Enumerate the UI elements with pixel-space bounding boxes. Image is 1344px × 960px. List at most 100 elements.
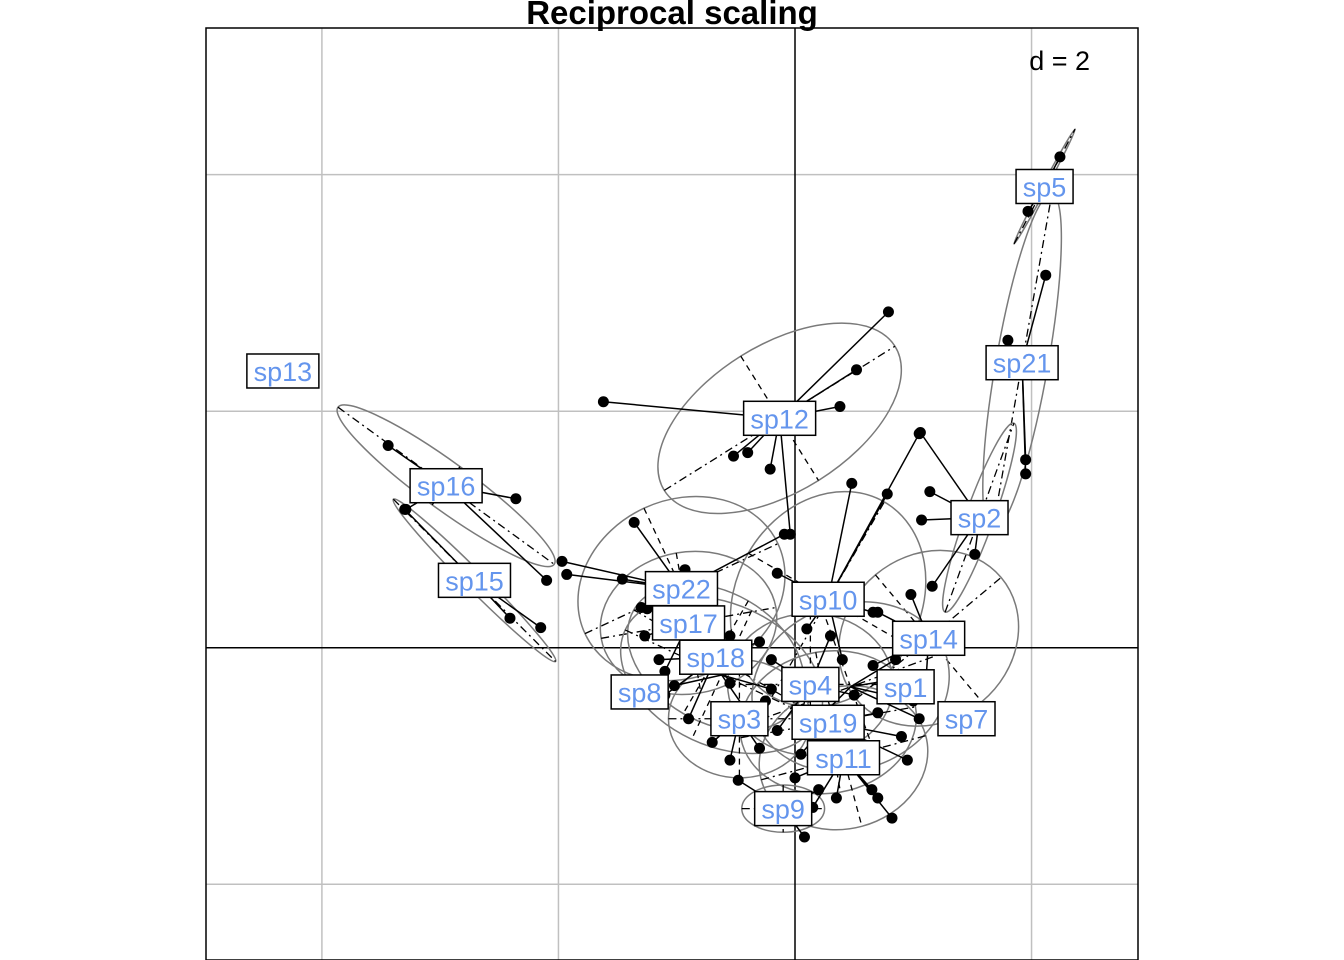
- point-sp22: [628, 516, 640, 528]
- point-sp12: [764, 463, 776, 475]
- point-sp14: [872, 606, 884, 618]
- point-sp21: [1020, 454, 1032, 466]
- label-box: [753, 790, 813, 827]
- point-sp19: [895, 730, 907, 742]
- class-label-sp3: sp3: [710, 700, 769, 737]
- label-box: [985, 344, 1059, 381]
- label-text: sp16: [417, 472, 476, 502]
- point-sp4: [848, 689, 860, 701]
- point-sp14: [867, 659, 879, 671]
- label-text: sp3: [718, 705, 762, 735]
- point-sp12: [728, 450, 740, 462]
- point-sp3: [706, 736, 718, 748]
- label-box: [679, 639, 753, 675]
- point-sp11: [872, 792, 884, 804]
- class-label-sp5: sp5: [1015, 168, 1074, 205]
- point-sp21: [1020, 468, 1032, 480]
- label-text: sp12: [750, 404, 809, 434]
- grid-scale-label: d = 2: [1029, 46, 1090, 76]
- class-label-sp11: sp11: [806, 740, 881, 776]
- point-sp17: [659, 665, 671, 677]
- ellipse-major-axis-sp5: [1013, 128, 1076, 245]
- point-sp15: [399, 503, 411, 515]
- point-sp3: [724, 754, 736, 766]
- label-text: sp13: [254, 357, 313, 387]
- label-text: sp14: [899, 624, 958, 654]
- class-label-sp16: sp16: [409, 467, 483, 504]
- point-sp2: [924, 486, 936, 498]
- point-sp22: [778, 528, 790, 540]
- label-box: [1015, 168, 1074, 205]
- label-text: sp15: [445, 566, 504, 596]
- point-sp9: [813, 784, 825, 796]
- label-text: sp5: [1023, 172, 1067, 202]
- label-text: sp22: [652, 575, 711, 605]
- point-sp10: [801, 623, 813, 635]
- point-sp12: [597, 396, 609, 408]
- point-sp10: [836, 654, 848, 666]
- ellipse-major-axis-sp2: [944, 422, 1015, 613]
- point-sp10: [881, 488, 893, 500]
- star-line-sp8: [674, 674, 722, 687]
- point-sp18: [683, 713, 695, 725]
- point-sp19: [901, 754, 913, 766]
- class-label-sp10: sp10: [791, 581, 865, 618]
- point-sp11: [886, 812, 898, 824]
- point-sp21: [1040, 269, 1052, 281]
- ellipse-major-axis-sp21: [991, 193, 1053, 532]
- class-label-sp15: sp15: [437, 562, 512, 599]
- ellipse-minor-axis-sp12: [740, 355, 820, 481]
- point-sp12: [851, 364, 863, 376]
- label-text: sp7: [945, 705, 989, 735]
- label-box: [409, 467, 483, 504]
- class-label-sp13: sp13: [246, 353, 320, 389]
- point-sp22: [561, 568, 573, 580]
- star-line-sp12: [778, 418, 792, 535]
- point-sp4: [824, 630, 836, 642]
- label-box: [644, 570, 719, 607]
- label-box: [950, 499, 1009, 536]
- label-box: [781, 666, 840, 703]
- point-sp22: [616, 573, 628, 585]
- point-sp14: [905, 589, 917, 601]
- point-sp2: [969, 548, 981, 560]
- ellipse-major-axis-sp17: [601, 606, 777, 639]
- class-label-sp12: sp12: [742, 400, 817, 437]
- ellipse-major-axis-sp1: [755, 651, 946, 722]
- star-line-sp1: [850, 658, 896, 688]
- point-sp17: [724, 630, 736, 642]
- point-sp15: [535, 622, 547, 634]
- point-sp19: [872, 707, 884, 719]
- label-text: sp11: [815, 744, 872, 774]
- label-text: sp2: [958, 504, 1002, 534]
- point-sp18: [754, 636, 766, 648]
- class-label-sp2: sp2: [950, 499, 1009, 536]
- point-sp22: [556, 555, 568, 567]
- point-sp5: [1054, 151, 1066, 163]
- point-sp10: [846, 477, 858, 489]
- star-line-sp10: [827, 483, 853, 600]
- class-label-sp21: sp21: [985, 344, 1059, 381]
- label-box: [610, 674, 669, 710]
- plot-frame: [205, 27, 1139, 960]
- class-label-sp18: sp18: [679, 639, 753, 675]
- point-sp12: [834, 400, 846, 412]
- point-sp3: [754, 742, 766, 754]
- point-sp19: [795, 748, 807, 760]
- label-box: [876, 669, 935, 705]
- ellipse-group-sp12: [657, 322, 903, 515]
- class-label-sp22: sp22: [644, 570, 719, 607]
- label-box: [651, 605, 726, 641]
- label-text: sp19: [799, 708, 858, 738]
- label-text: sp4: [789, 670, 833, 700]
- label-text: sp17: [659, 609, 718, 639]
- class-label-sp9: sp9: [753, 790, 813, 827]
- point-sp12: [882, 306, 894, 318]
- point-sp15: [504, 612, 516, 624]
- point-sp10: [771, 567, 783, 579]
- class-label-sp1: sp1: [876, 669, 935, 705]
- label-box: [246, 353, 320, 389]
- label-text: sp21: [993, 349, 1052, 379]
